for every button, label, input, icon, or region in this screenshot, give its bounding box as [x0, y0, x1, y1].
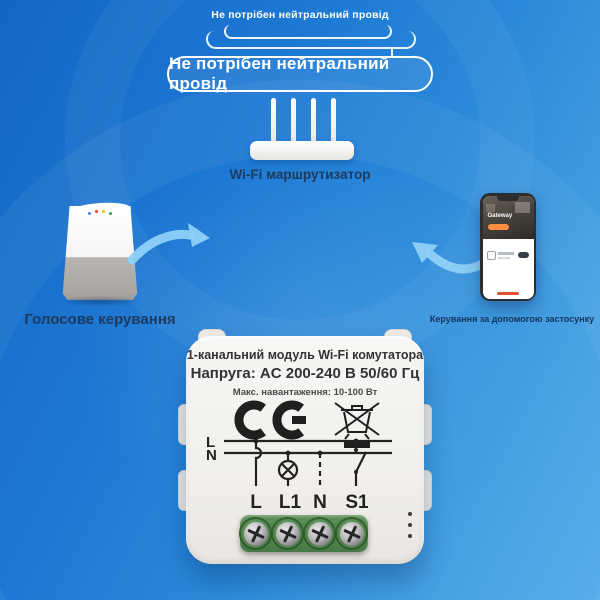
router-antenna: [271, 98, 276, 145]
terminal-label-l: L: [250, 492, 262, 513]
app-device-row: [486, 251, 530, 262]
terminal-block: [239, 515, 368, 552]
certification-marks: [234, 400, 380, 448]
l-terminal-wire: [254, 441, 263, 486]
lamp-cross: [280, 462, 296, 478]
module-voltage-spec: Напруга: AC 200-240 В 50/60 Гц: [190, 365, 420, 382]
phone-notch: [497, 195, 519, 201]
device-icon: [486, 251, 496, 261]
bracket-stem: [391, 47, 393, 58]
phone-screen: Gateway: [482, 195, 534, 299]
voice-speaker-illustration: [62, 200, 138, 300]
vent-dots: [408, 512, 412, 545]
speaker-shadow: [56, 296, 144, 307]
app-bottom-bar: [497, 291, 519, 295]
app-header-photo: Gateway: [482, 195, 534, 239]
photo-highlight: [514, 201, 530, 213]
screw-icon: [307, 521, 332, 546]
speaker-led-dot: [88, 212, 91, 215]
row-text-line: [497, 252, 514, 255]
module-title: 1-канальний модуль Wi-Fi комутатора: [186, 348, 424, 362]
toggle-switch-icon: [517, 252, 529, 259]
terminal-screw-l: [239, 517, 272, 550]
smartphone-illustration: Gateway: [480, 193, 536, 301]
no-neutral-wire-badge: Не потрібен нейтральний провід: [167, 54, 433, 93]
wifi-switch-module: 1-канальний модуль Wi-Fi комутатора Напр…: [178, 329, 432, 564]
terminal-screw-n: [303, 517, 336, 550]
speaker-led-dot: [109, 212, 112, 215]
router-antenna: [291, 98, 296, 145]
row-text-line: [497, 256, 510, 260]
terminal-label-s1: S1: [345, 492, 369, 513]
voice-control-label: Голосове керування: [24, 311, 176, 328]
arrow-right-icon: [128, 223, 210, 265]
speaker-led-dot: [102, 210, 105, 213]
router-label: Wi-Fi маршрутизатор: [229, 167, 371, 182]
screw-icon: [339, 521, 364, 546]
arrow-left-icon: [412, 242, 487, 274]
terminal-screw-l1: [271, 517, 304, 550]
module-max-load-spec: Макс. навантаження: 10-100 Вт: [232, 387, 378, 398]
wire-label-neutral: N: [206, 447, 217, 464]
switch-blade-icon: [355, 451, 367, 473]
screw-icon: [243, 521, 268, 546]
weee-crossed-bin-icon: [334, 402, 380, 440]
bracket-decoration-inner: [224, 25, 392, 39]
router-antenna: [311, 98, 316, 145]
app-control-label: Керування за допомогою застосунку: [429, 314, 595, 324]
terminal-screw-s1: [335, 517, 368, 550]
wire-label-live: L: [206, 434, 215, 451]
top-note-text: Не потрібен нейтральний провід: [211, 9, 389, 21]
terminal-label-n: N: [313, 492, 327, 513]
router-body: [250, 141, 354, 160]
app-orange-button: [487, 223, 509, 230]
speaker-body: [62, 206, 138, 300]
ce-mark-icon: [234, 400, 306, 440]
photo-highlight: [485, 203, 495, 212]
screw-icon: [275, 521, 300, 546]
wifi-router-illustration: [250, 98, 354, 160]
terminal-label-l1: L1: [279, 492, 302, 513]
bracket-decoration-outer: [206, 31, 416, 49]
router-antenna: [331, 98, 336, 145]
wiring-diagram: L N L L1 N S1: [206, 434, 392, 513]
app-screen-title: Gateway: [487, 212, 513, 219]
speaker-led-dot: [95, 210, 98, 213]
